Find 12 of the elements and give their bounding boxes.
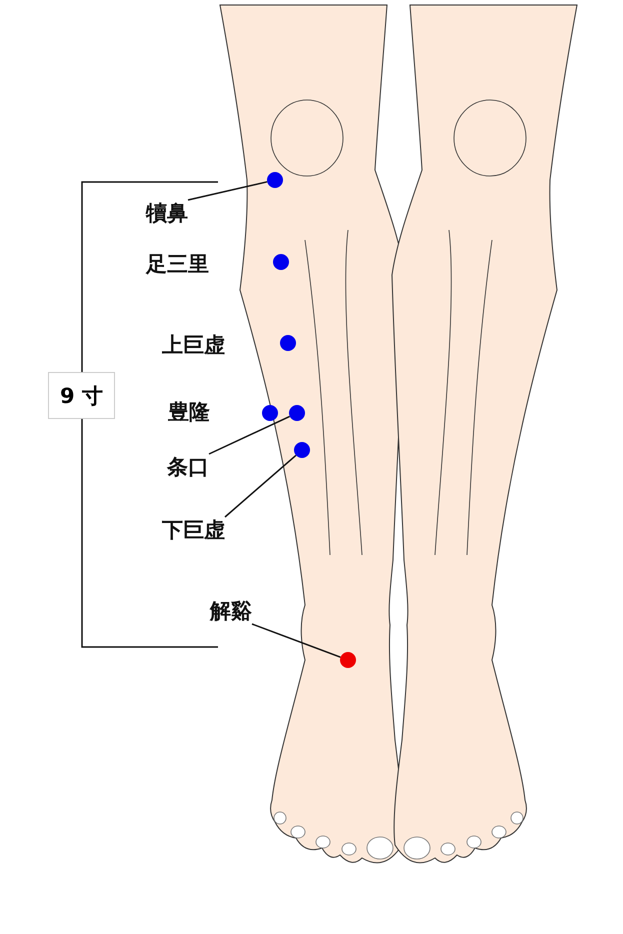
acupoint-dot — [262, 405, 278, 421]
point-label: 犢鼻 — [146, 200, 188, 226]
leader-line — [188, 181, 268, 201]
point-label: 下巨虚 — [162, 517, 225, 543]
point-label: 上巨虚 — [162, 332, 225, 358]
leader-line — [224, 454, 296, 518]
measure-label-box: 9 寸 — [48, 372, 115, 419]
point-label: 足三里 — [146, 251, 209, 277]
point-label: 豊隆 — [168, 399, 210, 425]
leader-line — [252, 623, 341, 658]
point-label: 条口 — [167, 454, 209, 480]
point-label: 解谿 — [210, 598, 252, 624]
